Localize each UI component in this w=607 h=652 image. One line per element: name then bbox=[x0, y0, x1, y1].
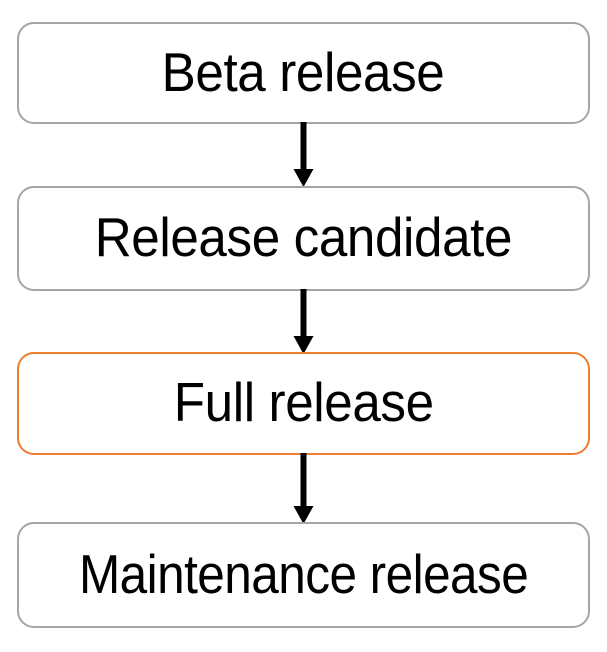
flow-node-label: Release candidate bbox=[94, 206, 513, 268]
flow-node-label: Beta release bbox=[162, 40, 445, 103]
flow-node-release-candidate[interactable]: Release candidate bbox=[17, 186, 590, 291]
flow-node-label: Maintenance release bbox=[78, 542, 529, 605]
flow-connector-full-release-to-maintenance-release bbox=[0, 453, 607, 524]
flow-connector-beta-to-release-candidate bbox=[0, 122, 607, 187]
flow-node-beta-release[interactable]: Beta release bbox=[17, 22, 590, 124]
flow-node-full-release[interactable]: Full release bbox=[17, 352, 590, 455]
flow-node-maintenance-release[interactable]: Maintenance release bbox=[17, 522, 590, 628]
flow-node-label: Full release bbox=[173, 371, 434, 433]
flow-connector-release-candidate-to-full-release bbox=[0, 289, 607, 354]
